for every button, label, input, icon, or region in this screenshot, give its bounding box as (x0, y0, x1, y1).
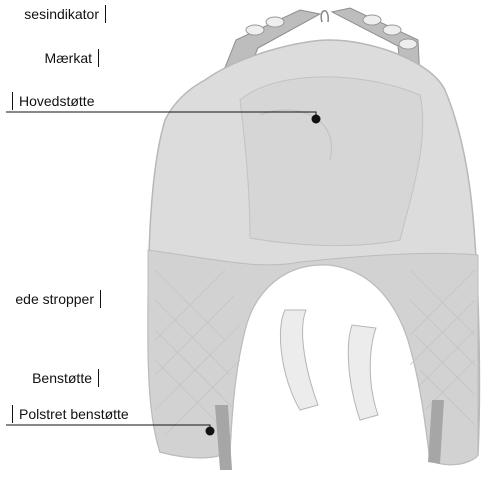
label-tag: Mærkat (0, 49, 99, 67)
quilted-area (148, 250, 478, 465)
head-support-dot (312, 115, 321, 124)
label-straps: ede stropper (0, 290, 101, 308)
label-leg-support: Benstøtte (0, 369, 99, 387)
loop-indicator (321, 11, 328, 22)
head-support-fold (240, 77, 423, 246)
label-padded-leg-support: Polstret benstøtte (12, 405, 129, 423)
leg-padding (280, 310, 378, 420)
padded-leg-dot (206, 427, 215, 436)
label-head-support: Hovedstøtte (12, 92, 94, 110)
label-indicator: sesindikator (0, 5, 106, 23)
